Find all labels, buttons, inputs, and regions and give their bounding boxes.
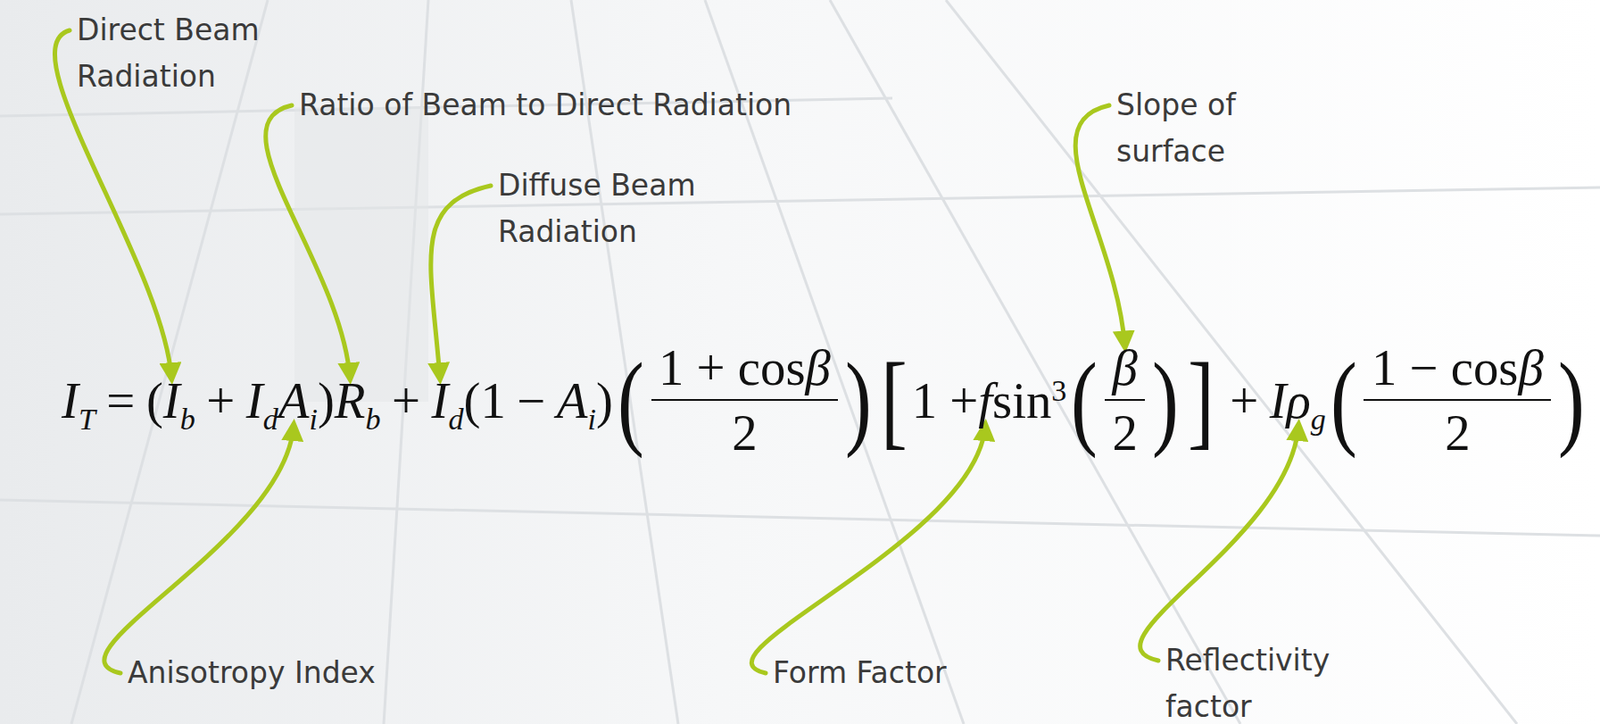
math-symbol: 1 + cos [658, 339, 806, 396]
math-bracket: ) [1558, 347, 1585, 454]
math-symbol: I [1269, 371, 1287, 430]
math-symbol: β [1517, 339, 1543, 396]
math-term: Id [246, 371, 279, 430]
equation: IT=(Ib+IdAi)Rb+Id(1−Ai)(1 + cosβ2)[1 +fs… [61, 338, 1590, 462]
fraction-denominator: 2 [651, 398, 839, 462]
math-symbol: ρ [1286, 371, 1311, 430]
math-function: sin [992, 371, 1052, 430]
math-operator: + [206, 371, 235, 430]
math-fraction: 1 + cosβ2 [651, 338, 839, 462]
math-term: ρg [1286, 371, 1327, 430]
math-symbol: I [163, 371, 181, 430]
fraction-numerator: 1 + cosβ [651, 338, 839, 399]
math-operator: − [516, 371, 546, 430]
math-bracket: ] [1187, 347, 1215, 454]
math-symbol: ) [596, 371, 614, 430]
leader-line [265, 105, 350, 379]
math-operator: + [391, 371, 421, 430]
math-subscript: d [448, 402, 465, 437]
math-term: Ib [163, 371, 196, 430]
math-operator: + [1229, 371, 1259, 430]
fraction-numerator: 1 − cosβ [1363, 338, 1551, 399]
leader-line [1140, 425, 1300, 661]
math-fraction: β2 [1104, 338, 1145, 462]
math-symbol: I [246, 371, 264, 430]
math-subscript: i [308, 402, 317, 437]
math-symbol: 2 [731, 404, 757, 461]
math-term: Rb [334, 371, 382, 430]
math-symbol: I [431, 371, 449, 430]
math-operator: = [106, 371, 135, 430]
math-term: sin3 [992, 371, 1067, 430]
math-symbol: 2 [1111, 404, 1137, 461]
math-subscript: T [78, 402, 96, 437]
math-symbol: 1 + [911, 371, 979, 430]
math-symbol: I [61, 371, 79, 430]
math-bracket: [ [880, 347, 908, 454]
math-term: Id [431, 371, 465, 430]
math-subscript: i [588, 402, 597, 437]
fraction-numerator: β [1104, 338, 1145, 399]
math-symbol: A [556, 371, 589, 430]
math-symbol: β [805, 339, 831, 396]
callout-label: Ratio of Beam to Direct Radiation [298, 82, 799, 129]
math-subscript: g [1310, 402, 1327, 437]
math-bracket: ) [845, 347, 872, 454]
math-bracket: ( [617, 347, 645, 454]
math-symbol: β [1112, 339, 1138, 396]
callout-label: Diffuse Beam Radiation [497, 162, 793, 256]
math-term: IT [61, 371, 96, 430]
math-symbol: f [978, 371, 993, 430]
math-bracket: ( [1330, 347, 1358, 454]
callout-label: Reflectivity factor [1165, 637, 1416, 724]
leader-line [751, 425, 986, 673]
math-subscript: d [263, 402, 279, 437]
math-symbol: (1 [464, 371, 506, 430]
callout-label: Direct Beam Radiation [76, 7, 345, 100]
callout-label: Form Factor [772, 649, 947, 697]
leader-line [104, 425, 294, 673]
callout-label: Slope of surface [1116, 82, 1349, 175]
math-fraction: 1 − cosβ2 [1363, 338, 1551, 462]
fraction-denominator: 2 [1363, 398, 1551, 462]
math-symbol: ) [317, 371, 335, 430]
math-term: Ai [556, 371, 597, 430]
math-exponent: 3 [1051, 373, 1067, 408]
math-symbol: 2 [1444, 404, 1470, 461]
math-symbol: 1 − cos [1371, 339, 1519, 396]
math-symbol: ( [146, 371, 164, 430]
math-term: Ai [278, 371, 318, 430]
math-symbol: A [278, 371, 310, 430]
leader-line [431, 185, 491, 379]
panel-highlight [294, 107, 429, 402]
math-subscript: b [365, 402, 382, 437]
math-subscript: b [180, 402, 196, 437]
math-symbol: R [334, 371, 366, 430]
fraction-denominator: 2 [1104, 398, 1145, 462]
callout-label: Anisotropy Index [127, 649, 376, 697]
math-bracket: ( [1070, 347, 1098, 454]
math-bracket: ) [1152, 347, 1179, 454]
